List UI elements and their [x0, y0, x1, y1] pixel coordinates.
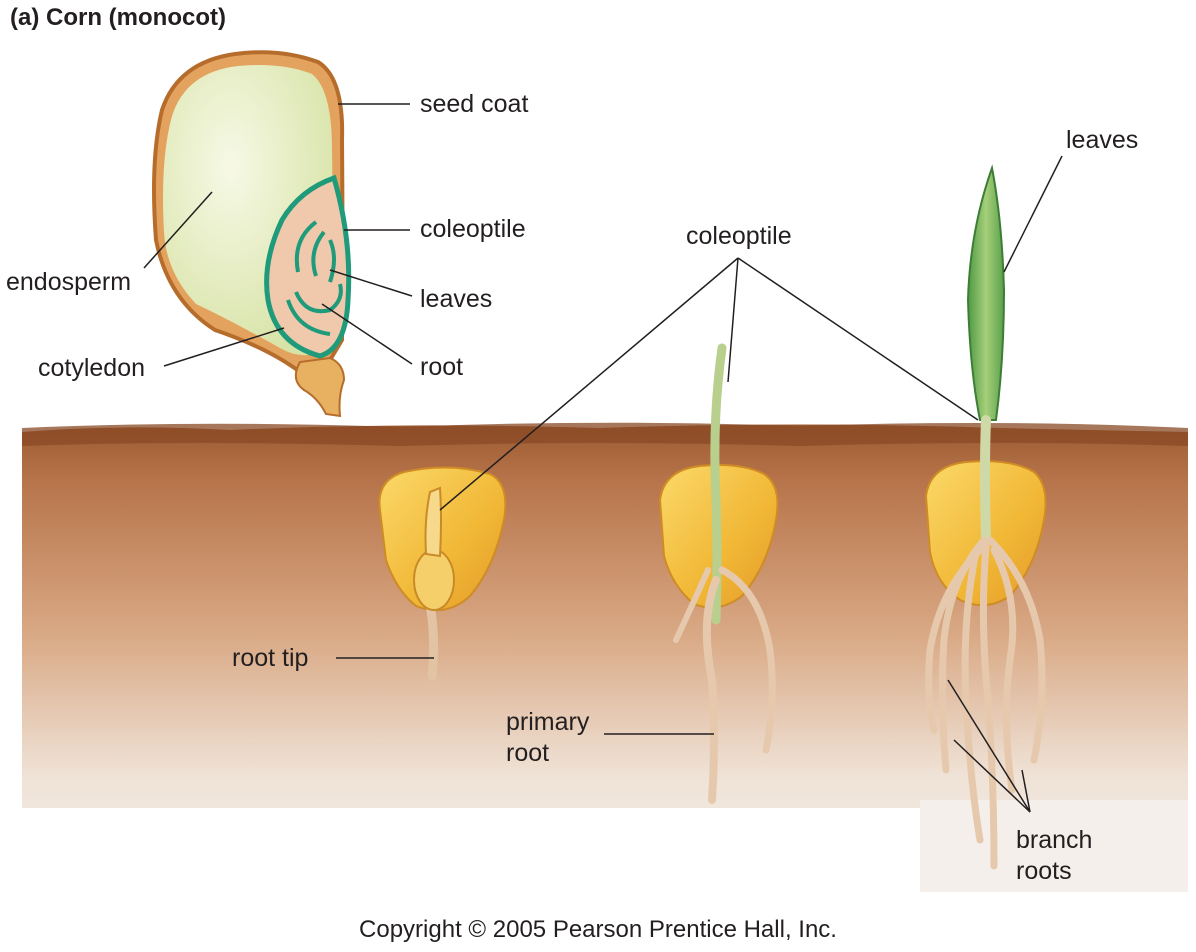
label-coleoptile-seedlings: coleoptile: [686, 222, 792, 250]
label-primary-root-2: root: [506, 739, 550, 767]
label-leaves-seed: leaves: [420, 285, 493, 313]
label-cotyledon: cotyledon: [38, 354, 146, 382]
soil: [22, 422, 1188, 892]
label-primary-root-1: primary: [506, 708, 590, 736]
seed-cross-section: [152, 50, 352, 418]
copyright-notice: Copyright © 2005 Pearson Prentice Hall, …: [359, 916, 837, 943]
seedling-stage-3: [924, 164, 1047, 870]
leader-lines: [143, 103, 1063, 813]
label-seed-coat: seed coat: [420, 90, 529, 118]
seedling-stage-2: [658, 343, 779, 804]
label-coleoptile-seed: coleoptile: [420, 215, 526, 243]
label-branch-roots-2: roots: [1016, 857, 1072, 885]
label-branch-roots-1: branch: [1016, 826, 1093, 854]
figure-title: (a) Corn (monocot): [10, 4, 226, 31]
label-root-tip: root tip: [232, 644, 309, 672]
label-leaves-seedling: leaves: [1066, 126, 1139, 154]
label-root-seed: root: [420, 353, 464, 381]
label-endosperm: endosperm: [6, 268, 132, 296]
seedling-stage-1: [378, 466, 507, 681]
